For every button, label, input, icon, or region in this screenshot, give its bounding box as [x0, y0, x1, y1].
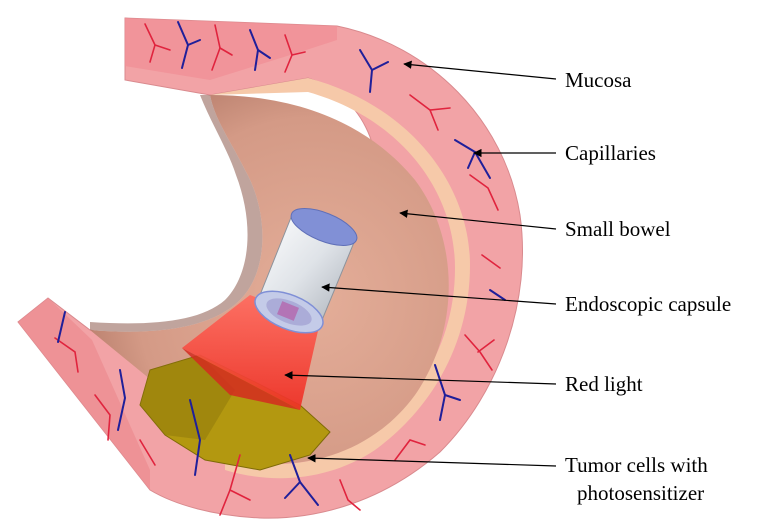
label-capillaries: Capillaries [565, 141, 656, 165]
label-mucosa: Mucosa [565, 68, 632, 92]
label-tumor-line1: Tumor cells with [565, 453, 708, 477]
label-endoscopic-capsule: Endoscopic capsule [565, 292, 731, 316]
label-tumor-line2: photosensitizer [577, 481, 704, 505]
label-red-light: Red light [565, 372, 643, 396]
label-small-bowel: Small bowel [565, 217, 671, 241]
